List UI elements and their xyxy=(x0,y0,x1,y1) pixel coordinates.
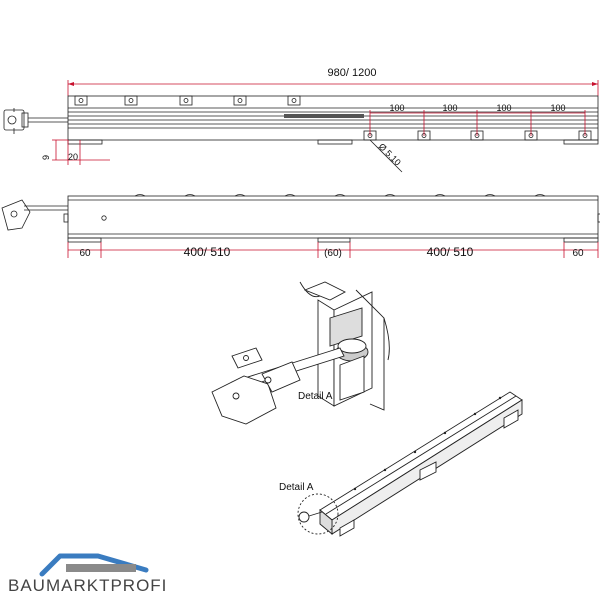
side-foot-right xyxy=(563,237,599,243)
spacing-label-1: 100 xyxy=(389,103,404,113)
connector-pin xyxy=(7,115,17,125)
brand-name: BAUMARKTPROFI xyxy=(8,576,168,595)
rail-slot xyxy=(284,114,364,118)
iso-foot-2 xyxy=(419,461,437,481)
foot-left xyxy=(67,139,103,145)
rail-side-body xyxy=(67,195,599,239)
side-foot-left xyxy=(67,237,102,243)
detail-hinge-bolt xyxy=(232,392,240,400)
detail-inner-plate xyxy=(339,355,365,401)
logo-roof-icon xyxy=(39,553,149,577)
side-span-left-label: 400/ 510 xyxy=(184,245,231,259)
lower-tabs xyxy=(363,130,592,141)
detail-marker-circle xyxy=(297,493,339,535)
detail-bracket-top xyxy=(303,281,346,301)
foot-right xyxy=(563,139,599,145)
iso-rail-end xyxy=(319,509,333,535)
side-dim-ticks xyxy=(67,242,599,258)
top-view xyxy=(3,80,599,173)
detail-clamp-bolt xyxy=(264,376,272,384)
spacing-dimensions xyxy=(369,110,586,136)
side-end-left-label: 60 xyxy=(79,248,91,259)
detail-slot xyxy=(329,307,363,347)
detail-label-closeup: Detail A xyxy=(298,391,333,402)
side-end-cap-left xyxy=(63,213,69,223)
iso-end-bracket xyxy=(298,511,310,523)
detail-spring-top xyxy=(337,338,367,354)
detail-mount-hole xyxy=(243,355,249,361)
side-end-right-label: 60 xyxy=(572,248,584,259)
brand-logo: BAUMARKTPROFI xyxy=(8,552,178,596)
side-bracket-pin xyxy=(10,210,18,218)
foot-middle xyxy=(317,139,353,145)
hole-leader xyxy=(369,139,403,173)
iso-rail-groove xyxy=(325,395,517,515)
height-dim-label: 9 xyxy=(41,155,51,160)
side-foot-middle xyxy=(317,237,351,243)
detail-break-lines xyxy=(299,281,390,361)
detail-clamp xyxy=(261,361,301,393)
iso-end-rod xyxy=(308,511,323,517)
detail-a-closeup xyxy=(211,281,390,425)
dim-arrow-left xyxy=(68,82,74,86)
side-hole xyxy=(101,215,107,221)
offset-dim-label: 20 xyxy=(68,152,78,162)
overall-length-label: 980/ 1200 xyxy=(328,67,377,79)
height-dimension xyxy=(52,139,110,165)
side-bumps xyxy=(134,194,546,197)
iso-foot-3 xyxy=(503,409,519,429)
spacing-label-4: 100 xyxy=(550,103,565,113)
connector-block xyxy=(21,112,29,128)
side-bracket xyxy=(1,199,31,231)
spacing-label-2: 100 xyxy=(442,103,457,113)
upper-tabs xyxy=(74,95,301,106)
hole-dim-label: Ø 5.10 xyxy=(377,141,403,167)
detail-hinge xyxy=(211,375,277,425)
detail-label-iso: Detail A xyxy=(279,482,314,493)
detail-bracket-right-edge xyxy=(355,289,385,411)
dim-arrow-right xyxy=(592,82,598,86)
iso-rail-holes xyxy=(353,396,502,491)
connector-head xyxy=(3,109,25,131)
side-end-cap-right xyxy=(597,213,600,223)
isometric-rail xyxy=(297,391,523,537)
side-span-right-label: 400/ 510 xyxy=(427,245,474,259)
side-view xyxy=(1,194,600,258)
iso-foot-1 xyxy=(339,519,355,537)
side-middle-label: (60) xyxy=(324,248,342,259)
spacing-label-3: 100 xyxy=(496,103,511,113)
